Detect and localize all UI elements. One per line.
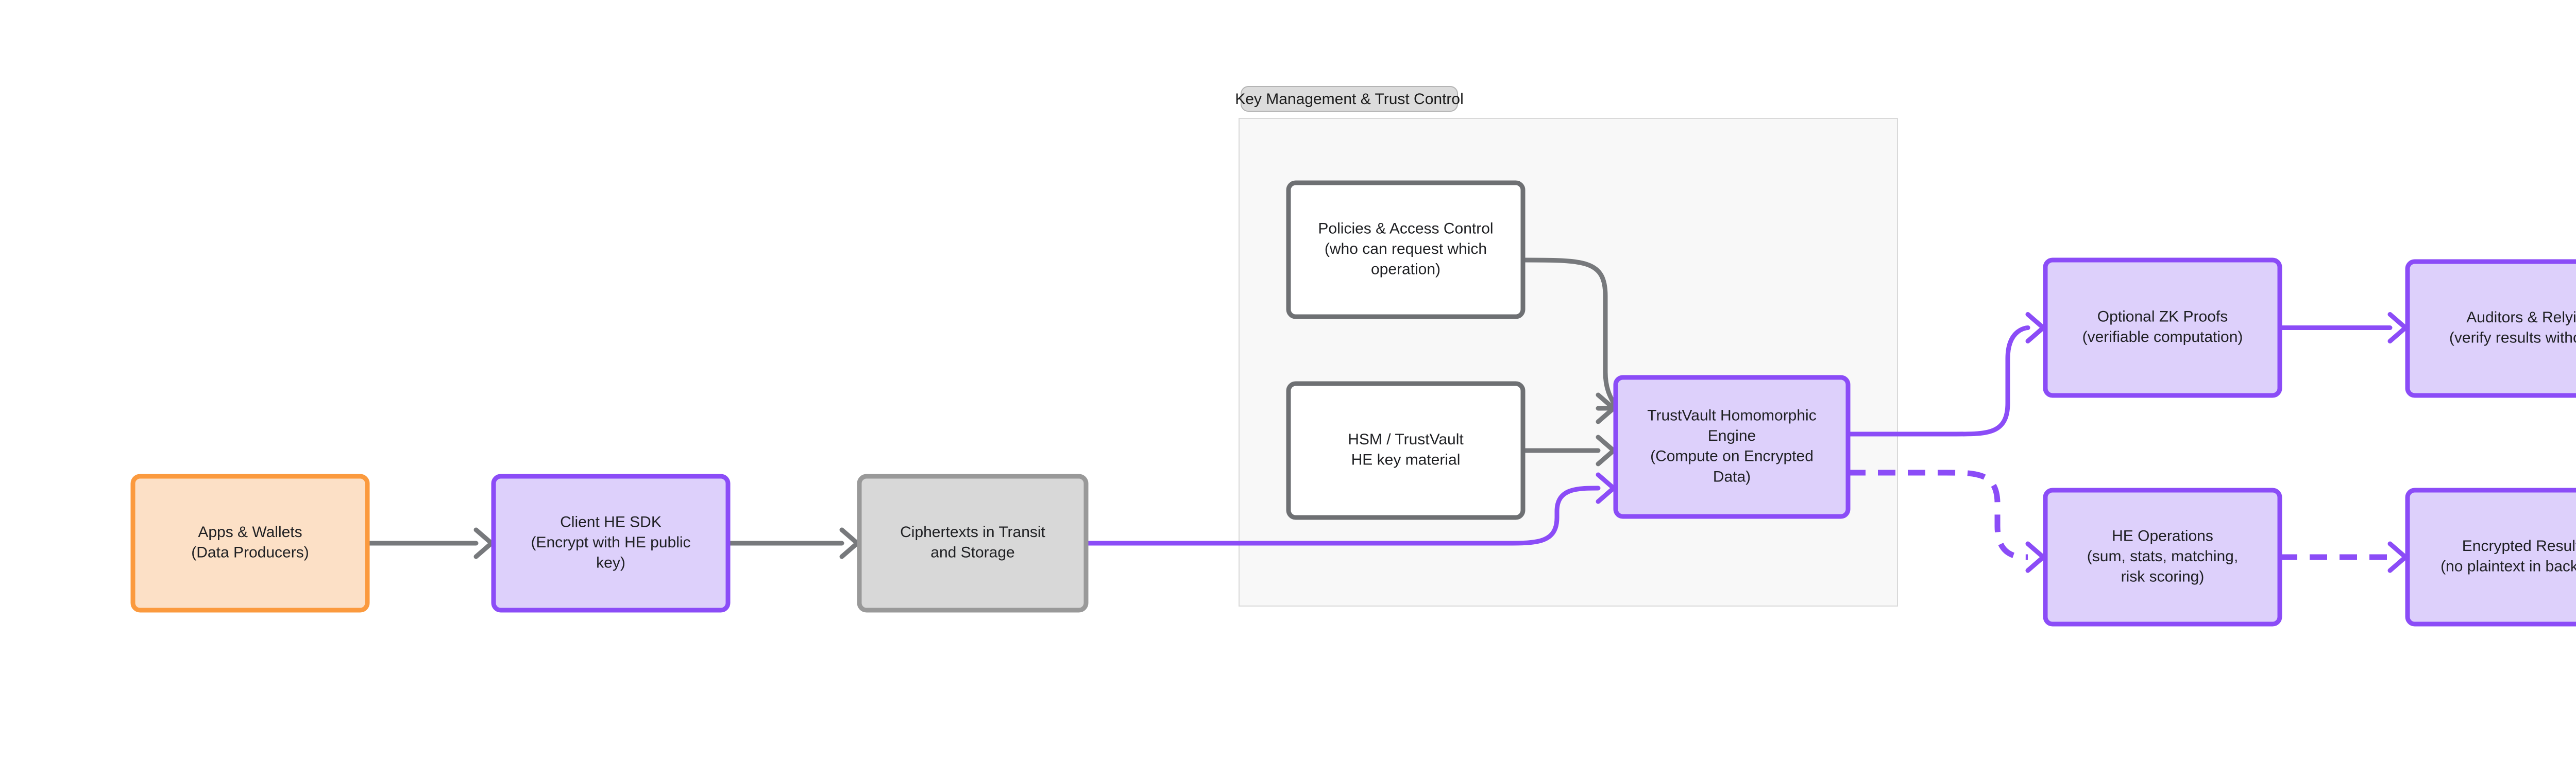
edge-layer — [365, 257, 2408, 573]
node-label-optional-zk-proofs-line-0: Optional ZK Proofs — [2097, 308, 2228, 325]
node-label-he-operations-line-0: HE Operations — [2112, 527, 2213, 544]
arrowhead-he-operations-to-encrypted-results — [2387, 541, 2408, 573]
node-label-trustvault-engine-line-1: Engine — [1708, 427, 1756, 444]
node-he-operations[interactable]: HE Operations (sum, stats, matching, risk … — [2043, 488, 2282, 627]
node-label-trustvault-engine-line-2: (Compute on Encrypted — [1650, 448, 1814, 465]
edge-trustvault-engine-to-optional-zk-proofs — [1845, 325, 2030, 437]
node-label-trustvault-engine-line-3: Data) — [1713, 468, 1751, 485]
node-label-ciphertexts-line-0: Ciphertexts in Transit — [900, 524, 1045, 541]
node-label-apps-wallets-line-1: (Data Producers) — [191, 544, 309, 561]
node-label-policies-access-control-line-2: operation) — [1371, 261, 1440, 278]
node-label-policies-access-control-line-0: Policies & Access Control — [1318, 220, 1493, 237]
node-label-encrypted-results-line-1: (no plaintext in backend) — [2441, 558, 2576, 575]
node-label-policies-access-control-line-1: (who can request which — [1325, 240, 1487, 257]
node-label-hsm-trustvault-line-1: HE key material — [1351, 452, 1461, 469]
node-label-client-he-sdk-line-0: Client HE SDK — [560, 513, 662, 530]
node-box-optional-zk-proofs — [2043, 257, 2282, 398]
node-label-trustvault-engine-line-0: TrustVault Homomorphic — [1647, 407, 1816, 424]
node-auditors-relying-parties[interactable]: Auditors & Relying Parties (verify result… — [2405, 259, 2576, 398]
cluster-label-background — [1241, 86, 1458, 112]
node-box-encrypted-results — [2405, 488, 2576, 627]
node-box-apps-wallets — [130, 474, 370, 613]
node-client-he-sdk[interactable]: Client HE SDK (Encrypt with HE public key) — [491, 474, 731, 613]
node-encrypted-results[interactable]: Encrypted Results (no plaintext in backen… — [2405, 488, 2576, 627]
node-policies-access-control[interactable]: Policies & Access Control (who can reques… — [1286, 180, 1526, 319]
node-ciphertexts[interactable]: Ciphertexts in Transit and Storage — [857, 474, 1089, 613]
node-box-policies-access-control — [1286, 180, 1526, 319]
node-box-hsm-trustvault — [1286, 381, 1526, 520]
node-label-client-he-sdk-line-2: key) — [596, 555, 625, 572]
node-box-client-he-sdk — [491, 474, 731, 613]
node-box-trustvault-engine — [1613, 375, 1851, 519]
node-optional-zk-proofs[interactable]: Optional ZK Proofs (verifiable computatio… — [2043, 257, 2282, 398]
node-layer: Apps & Wallets (Data Producers) Client HE … — [130, 180, 2576, 627]
node-box-he-operations — [2043, 488, 2282, 627]
node-label-auditors-relying-parties-line-1: (verify results without raw data) — [2449, 330, 2576, 347]
node-label-apps-wallets-line-0: Apps & Wallets — [198, 524, 302, 541]
node-label-client-he-sdk-line-1: (Encrypt with HE public — [531, 534, 690, 551]
node-label-optional-zk-proofs-line-1: (verifiable computation) — [2082, 329, 2243, 346]
edge-ciphertexts-to-trustvault-engine — [1083, 486, 1601, 546]
node-box-auditors-relying-parties — [2405, 259, 2576, 398]
node-hsm-trustvault[interactable]: HSM / TrustVault HE key material — [1286, 381, 1526, 520]
arrowhead-trustvault-engine-to-he-operations — [2025, 541, 2046, 573]
node-label-hsm-trustvault-line-0: HSM / TrustVault — [1348, 431, 1464, 448]
node-label-he-operations-line-2: risk scoring) — [2121, 568, 2205, 585]
node-label-auditors-relying-parties-line-0: Auditors & Relying Parties — [2466, 309, 2576, 326]
node-label-he-operations-line-1: (sum, stats, matching, — [2087, 548, 2238, 565]
cluster-label: Key Management & Trust Control — [1235, 91, 1464, 108]
node-label-encrypted-results-line-0: Encrypted Results — [2462, 538, 2576, 555]
node-box-ciphertexts — [857, 474, 1089, 613]
node-apps-wallets[interactable]: Apps & Wallets (Data Producers) — [130, 474, 370, 613]
cluster-key-management: Key Management & Trust Control — [1235, 86, 1898, 607]
node-label-ciphertexts-line-1: and Storage — [930, 544, 1014, 561]
